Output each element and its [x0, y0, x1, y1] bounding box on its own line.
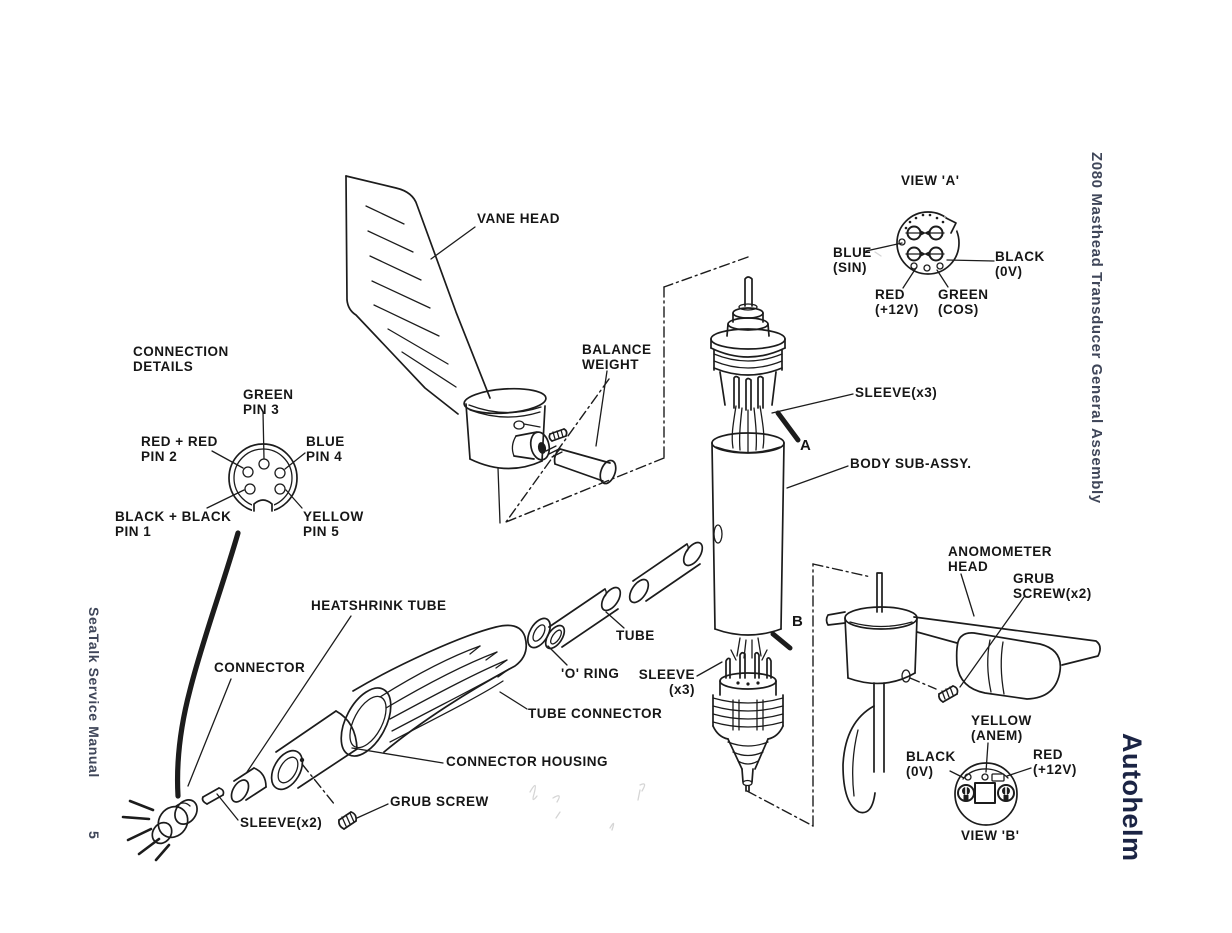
label-marker-b: B	[792, 613, 804, 630]
label-sleeve-x2: SLEEVE(x2)	[240, 815, 323, 830]
label-pin4-blue: BLUE PIN 4	[306, 434, 345, 465]
marker-b-arrow	[770, 631, 793, 651]
label-sleeve-x3-bottom: SLEEVE (x3)	[638, 667, 695, 698]
masthead-spindle-drawing	[710, 276, 786, 453]
label-view-a-green: GREEN (COS)	[938, 287, 989, 318]
label-heatshrink-tube: HEATSHRINK TUBE	[311, 598, 447, 613]
tube-connector-drawing	[340, 624, 528, 757]
label-o-ring: 'O' RING	[561, 666, 620, 681]
left-margin-title: SeaTalk Service Manual	[86, 607, 102, 778]
anemometer-drawing	[825, 572, 1101, 814]
page-number: 5	[86, 831, 102, 840]
label-anomometer-head: ANOMOMETER HEAD	[948, 544, 1052, 575]
body-sub-assy-drawing	[711, 432, 785, 659]
scan-artifacts	[529, 251, 882, 831]
view-a-diagram	[896, 211, 960, 275]
connector-housing-drawing	[270, 710, 358, 791]
o-ring-drawing	[526, 617, 552, 649]
housing-grub-screw-drawing	[338, 811, 357, 830]
label-marker-a: A	[800, 437, 812, 454]
label-pin2-red: RED + RED PIN 2	[141, 434, 218, 465]
label-view-b-title: VIEW 'B'	[961, 828, 1020, 843]
label-tube: TUBE	[616, 628, 655, 643]
connector-plug-drawing	[121, 799, 198, 862]
label-connector-housing: CONNECTOR HOUSING	[446, 754, 609, 769]
leader-lines	[187, 226, 1032, 821]
label-tube-connector: TUBE CONNECTOR	[528, 706, 663, 721]
bottom-connector-drawing	[712, 649, 784, 792]
label-view-b-yellow: YELLOW (ANEM)	[971, 713, 1032, 744]
label-sleeve-x3-top: SLEEVE(x3)	[855, 385, 938, 400]
label-pin1-black: BLACK + BLACK PIN 1	[115, 509, 232, 540]
alignment-dashdot-lines	[301, 256, 937, 827]
label-grub-screw: GRUB SCREW	[390, 794, 489, 809]
autohelm-logo: Autohelm	[1117, 733, 1147, 862]
anemometer-grub-screw-drawing	[937, 685, 959, 703]
vane-head-drawing	[345, 175, 491, 415]
vane-base-drawing	[463, 387, 551, 524]
label-view-b-red: RED (+12V)	[1033, 747, 1077, 778]
right-margin-title: Z080 Masthead Transducer General Assembl…	[1088, 152, 1105, 504]
label-balance-weight: BALANCE WEIGHT	[582, 342, 652, 373]
label-pin3-green: GREEN PIN 3	[243, 387, 294, 418]
heatshrink-drawing	[230, 767, 267, 803]
label-connector: CONNECTOR	[214, 660, 306, 675]
label-grub-screw-x2: GRUB SCREW(x2)	[1013, 571, 1092, 602]
label-body-sub-assy: BODY SUB-ASSY.	[850, 456, 972, 471]
label-view-b-black: BLACK (0V)	[906, 749, 956, 780]
vane-grub-screw-drawing	[548, 428, 568, 442]
label-view-a-title: VIEW 'A'	[901, 173, 960, 188]
label-view-a-blue: BLUE (SIN)	[833, 245, 872, 276]
sleeve-x2-drawing	[201, 787, 225, 805]
label-connection-details-title: CONNECTION DETAILS	[133, 344, 229, 375]
label-view-a-black: BLACK (0V)	[995, 249, 1045, 280]
marker-a-arrow	[775, 410, 801, 443]
label-view-a-red: RED (+12V)	[875, 287, 919, 318]
cable-drawing	[174, 530, 241, 799]
label-vane-head: VANE HEAD	[477, 211, 561, 226]
label-pin5-yellow: YELLOW PIN 5	[303, 509, 364, 540]
connection-details-diagram	[228, 443, 298, 515]
